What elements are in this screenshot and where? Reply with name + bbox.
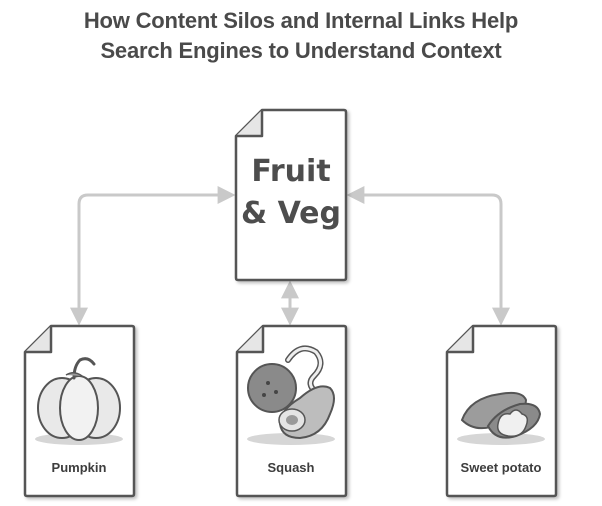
sweet-potato-icon [457,391,545,445]
hub-label-line-2: & Veg [241,196,341,231]
pumpkin-icon [35,357,123,445]
page-document-squash: Squash [235,324,348,498]
page-label-squash: Squash [268,460,315,475]
hub-label-line-1: Fruit [251,154,330,189]
diagram-title: How Content Silos and Internal Links Hel… [0,6,602,66]
link-hub-sweet-potato [346,186,510,326]
connectors [70,186,510,326]
page-label-pumpkin: Pumpkin [52,460,107,475]
hub-document: Fruit & Veg [234,108,348,282]
page-label-sweet-potato: Sweet potato [461,460,542,475]
page-document-sweet-potato: Sweet potato [445,324,558,498]
page-document-pumpkin: Pumpkin [23,324,136,498]
squash-icon [247,345,335,445]
title-line-2: Search Engines to Understand Context [100,38,502,63]
title-line-1: How Content Silos and Internal Links Hel… [83,8,519,33]
link-hub-pumpkin [70,186,236,326]
